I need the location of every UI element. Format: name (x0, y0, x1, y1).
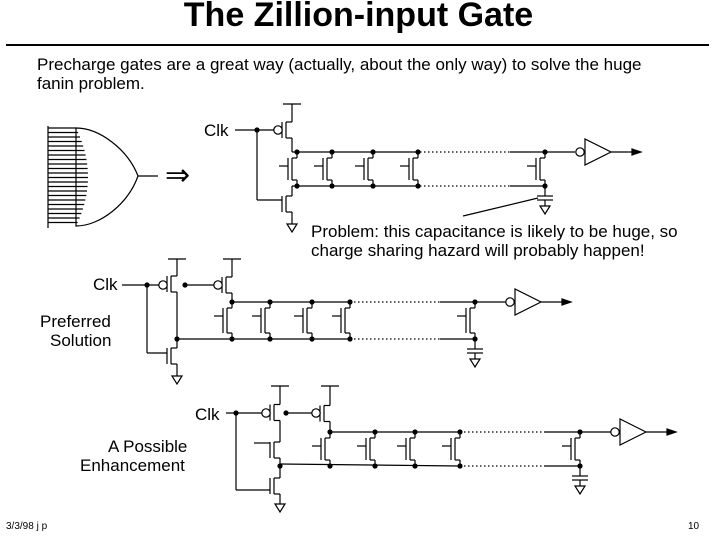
junction-dot (370, 183, 376, 189)
buffer-triangle-icon (584, 138, 613, 166)
junction-dot (309, 336, 315, 342)
junction-dot (472, 299, 478, 305)
junction-dot (294, 183, 300, 189)
buffer-triangle-icon (619, 418, 648, 446)
pmos-gate-bubble (311, 408, 321, 418)
ground-icon (285, 223, 299, 234)
junction-dot (329, 183, 335, 189)
pmos-gate-bubble (273, 125, 283, 135)
intro-line-1: Precharge gates are a great way (actuall… (37, 55, 642, 74)
pmos-gate-bubble (158, 280, 168, 290)
ground-icon (468, 358, 482, 369)
ground-icon (573, 485, 587, 496)
slide-title: The Zillion-input Gate (183, 0, 534, 34)
ground-icon (273, 503, 287, 514)
buffer-triangle-icon (514, 288, 543, 316)
junction-dot (542, 149, 548, 155)
implies-arrow-icon: ⇒ (165, 159, 191, 192)
junction-dot (370, 149, 376, 155)
problem-line-2: charge sharing hazard will probably happ… (311, 241, 645, 260)
junction-dot (415, 149, 421, 155)
junction-dot (372, 429, 378, 435)
junction-dot (283, 410, 289, 416)
junction-dot (182, 282, 188, 288)
junction-dot (372, 463, 378, 469)
junction-dot (294, 149, 300, 155)
evaluate-rail (279, 463, 461, 467)
footer-page-number: 10 (688, 521, 700, 532)
inverter-bubble (610, 427, 620, 437)
footer-date: 3/3/98 j p (6, 521, 48, 532)
ground-icon (538, 205, 552, 216)
intro-line-2: fanin problem. (37, 74, 145, 93)
junction-dot (309, 299, 315, 305)
junction-dot (267, 336, 273, 342)
junction-dot (267, 299, 273, 305)
output-arrow-icon (561, 298, 573, 306)
output-arrow-icon (666, 428, 678, 436)
bottom-clk-label: Clk (195, 405, 220, 424)
junction-dot (347, 299, 353, 305)
or-gate-body (75, 127, 139, 227)
junction-dot (412, 429, 418, 435)
junction-dot (457, 463, 463, 469)
problem-line-1: Problem: this capacitance is likely to b… (311, 222, 678, 241)
preferred-caption-line-1: Preferred (40, 312, 111, 331)
pmos-gate-bubble (261, 408, 271, 418)
junction-dot (329, 149, 335, 155)
enhancement-caption-line-2: Enhancement (80, 456, 185, 475)
junction-dot (457, 429, 463, 435)
pmos-gate-bubble (213, 280, 223, 290)
enhancement-circuit (226, 385, 678, 514)
junction-dot (347, 336, 353, 342)
title-rule (6, 44, 709, 46)
inverter-bubble (505, 297, 515, 307)
junction-dot (327, 463, 333, 469)
enhancement-caption-line-1: A Possible (108, 437, 188, 456)
output-arrow-icon (631, 148, 643, 156)
junction-dot (327, 429, 333, 435)
inverter-bubble (575, 147, 585, 157)
or-gate-input-lines (47, 126, 88, 228)
ground-icon (170, 375, 184, 386)
preferred-solution-circuit (122, 258, 573, 386)
middle-clk-label: Clk (93, 275, 118, 294)
junction-dot (229, 336, 235, 342)
top-clk-label: Clk (204, 121, 229, 140)
pointer-line (462, 197, 539, 217)
junction-dot (415, 183, 421, 189)
junction-dot (229, 299, 235, 305)
junction-dot (577, 429, 583, 435)
or-gate-symbol (47, 126, 158, 228)
top-precharge-circuit (235, 103, 643, 234)
preferred-caption-line-2: Solution (50, 331, 112, 350)
junction-dot (412, 463, 418, 469)
